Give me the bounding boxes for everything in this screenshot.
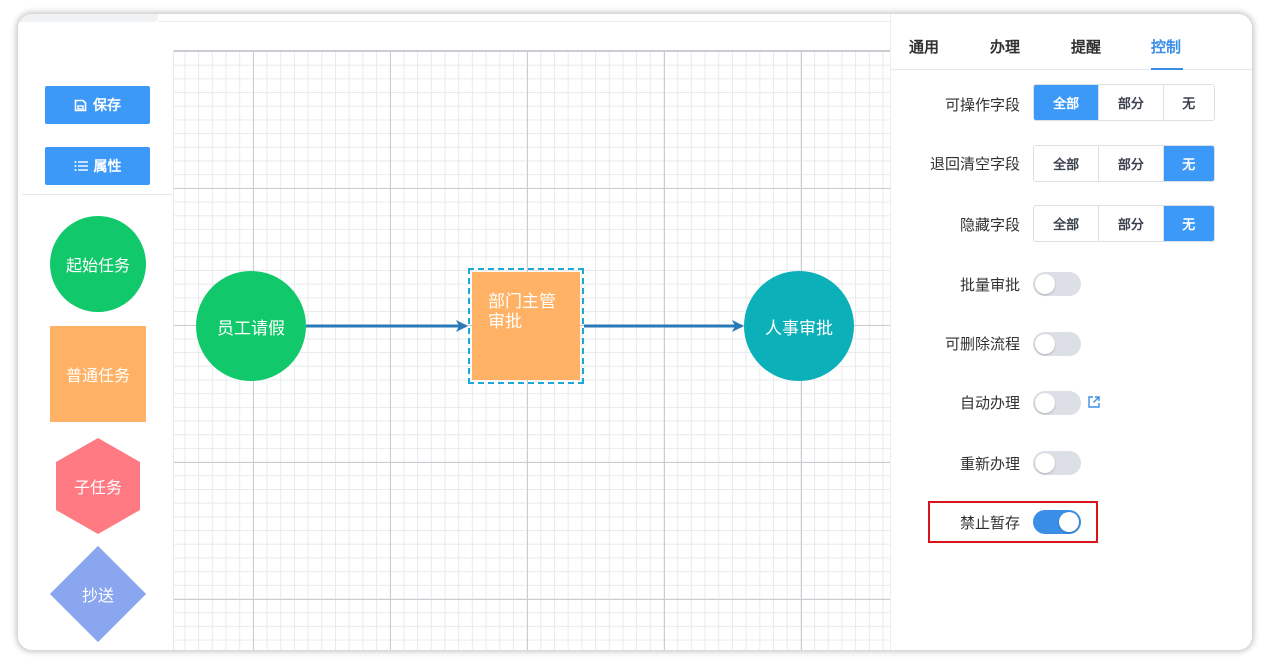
node-dept-approval[interactable]: 部门主管 审批 [468,268,584,384]
rehandle-switch[interactable] [1033,451,1081,475]
highlight-box [928,501,1098,543]
reset-fields-segment: 全部 部分 无 [1033,145,1215,182]
deletable-flow-label: 可删除流程 [944,335,1020,353]
hidden-fields-segment: 全部 部分 无 [1033,205,1215,242]
app-window: 保存 属性 起始任务 普通任务 子任务 抄送 [18,14,1252,650]
no-draft-switch[interactable] [1033,510,1081,534]
node-dept-approval-line1: 部门主管 [488,292,556,312]
hidden-fields-all[interactable]: 全部 [1034,206,1100,241]
batch-approve-switch[interactable] [1033,272,1081,296]
operable-fields-all[interactable]: 全部 [1034,85,1100,120]
reset-fields-none[interactable]: 无 [1163,146,1214,181]
palette-divider [22,194,172,195]
save-button[interactable]: 保存 [45,86,150,124]
list-icon [74,161,88,171]
operable-fields-label: 可操作字段 [944,96,1020,114]
tab-remind[interactable]: 提醒 [1071,38,1102,56]
reset-fields-partial[interactable]: 部分 [1099,146,1164,181]
operable-fields-none[interactable]: 无 [1182,97,1196,112]
top-bar [18,14,890,50]
no-draft-label: 禁止暂存 [959,514,1020,532]
properties-button[interactable]: 属性 [45,147,150,185]
reset-fields-all[interactable]: 全部 [1034,146,1100,181]
node-dept-approval-body: 部门主管 审批 [472,272,580,380]
deletable-flow-switch[interactable] [1033,332,1081,356]
operable-fields-partial[interactable]: 部分 [1099,85,1164,120]
palette-normal-task-label: 普通任务 [65,366,130,385]
auto-handle-label: 自动办理 [959,394,1020,412]
panel-tabs: 通用 办理 提醒 控制 [891,22,1252,70]
node-dept-approval-line2: 审批 [488,312,522,332]
tab-active-indicator [1151,68,1183,70]
rehandle-label: 重新办理 [959,455,1020,473]
palette-sub-task-label: 子任务 [73,478,122,497]
hidden-fields-partial[interactable]: 部分 [1099,206,1164,241]
palette-start-task[interactable]: 起始任务 [50,216,146,312]
node-hr-approval[interactable]: 人事审批 [744,271,854,381]
node-hr-approval-label: 人事审批 [765,318,833,339]
auto-handle-switch[interactable] [1033,391,1081,415]
palette-cc-label: 抄送 [81,586,114,605]
external-link-icon[interactable] [1087,395,1101,409]
save-icon [74,99,87,111]
top-tab-stub [18,14,158,22]
tab-control[interactable]: 控制 [1151,38,1182,56]
palette-normal-task[interactable]: 普通任务 [50,326,146,422]
properties-panel: 通用 办理 提醒 控制 可操作字段 全部 部分 无 退回清空字段 全部 部分 无… [890,14,1252,650]
palette-sub-task[interactable]: 子任务 [56,438,140,534]
top-divider [158,21,890,22]
operable-fields-segment: 全部 部分 无 [1033,84,1215,121]
palette-cc[interactable]: 抄送 [49,545,147,643]
batch-approve-label: 批量审批 [959,276,1020,294]
tab-handle[interactable]: 办理 [990,38,1021,56]
flow-canvas[interactable]: 员工请假 部门主管 审批 人事审批 [174,50,890,650]
hidden-fields-none[interactable]: 无 [1163,206,1214,241]
node-employee-leave-label: 员工请假 [217,318,285,339]
hidden-fields-label: 隐藏字段 [959,216,1020,234]
properties-button-label: 属性 [93,158,122,174]
node-employee-leave[interactable]: 员工请假 [196,271,306,381]
palette-start-task-label: 起始任务 [65,256,130,275]
save-button-label: 保存 [93,97,121,113]
reset-fields-label: 退回清空字段 [929,155,1020,173]
tab-general[interactable]: 通用 [909,38,940,56]
node-palette: 保存 属性 起始任务 普通任务 子任务 抄送 [22,50,174,650]
